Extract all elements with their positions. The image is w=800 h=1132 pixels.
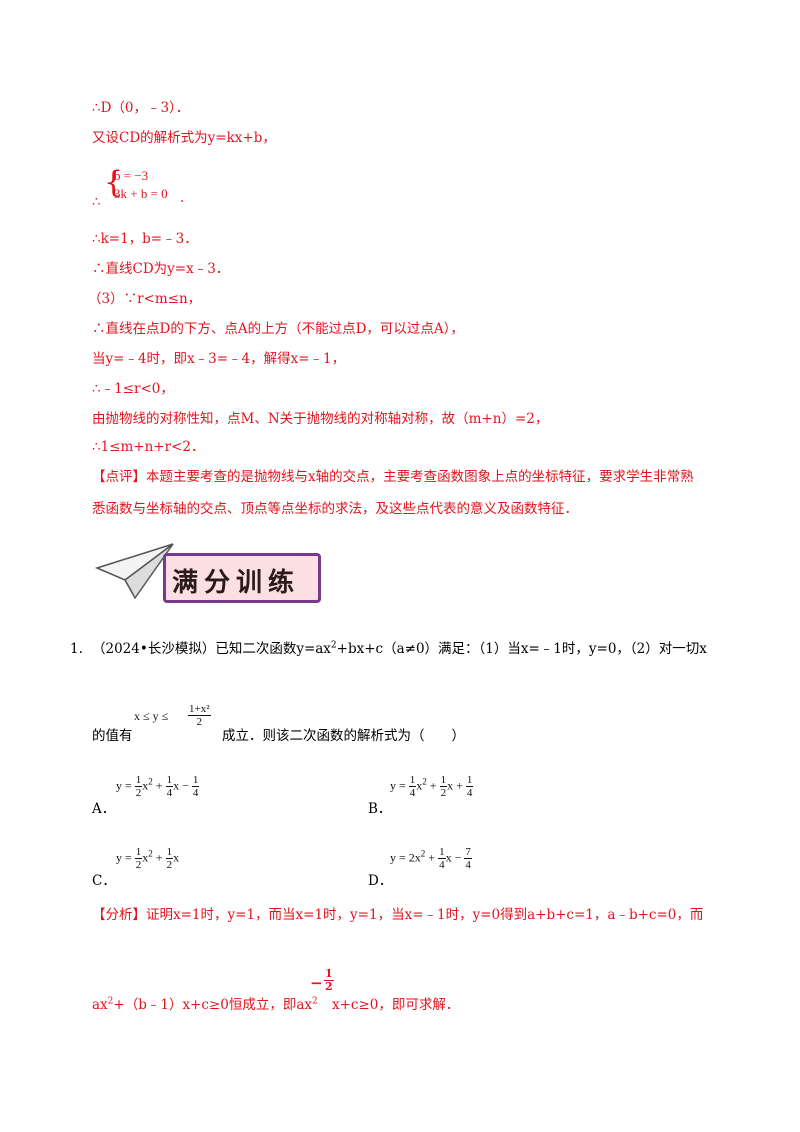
brace-icon: { — [104, 165, 124, 200]
option-c-label[interactable]: C． — [92, 873, 116, 889]
solution-line-7: ∴直线在点D的下方、点A的上方（不能过点D，可以过点A）， — [92, 321, 464, 337]
system-suffix: . — [180, 190, 185, 206]
equation-system: ∴ { b = −3 3k + b = 0 . — [92, 165, 212, 215]
question-stem-line-1: （2024•长沙模拟）已知二次函数y=ax2+bx+c（a≠0）满足：（1）当x… — [92, 640, 707, 657]
solution-line-2: 又设CD的解析式为y=kx+b， — [92, 130, 276, 146]
solution-line-5: ∴直线CD为y=x﹣3． — [92, 261, 230, 277]
solution-line-4: ∴k=1，b=﹣3． — [92, 231, 198, 247]
solution-line-1: ∴D（0，﹣3）． — [92, 100, 190, 116]
paper-plane-icon — [95, 543, 174, 600]
inequality-fraction: 1+x² 2 — [188, 703, 211, 728]
option-b-label[interactable]: B． — [368, 801, 392, 817]
system-prefix: ∴ — [92, 194, 101, 210]
solution-line-9: ∴﹣1≤r<0， — [92, 381, 174, 397]
solution-line-8: 当y=﹣4时，即x﹣3=﹣4，解得x=﹣1， — [92, 351, 346, 367]
comment-line-2: 悉函数与坐标轴的交点、顶点等点坐标的求法，及这些点代表的意义及函数特征． — [92, 501, 578, 517]
solution-line-6: （3）∵r<m≤n， — [88, 291, 202, 307]
system-eq-1: b = −3 — [114, 168, 149, 183]
option-d-label[interactable]: D． — [368, 873, 393, 889]
system-eq-2: 3k + b = 0 — [114, 186, 168, 201]
analysis-line-1: 【分析】证明x=1时，y=1，而当x=1时，y=1，当x=﹣1时，y=0得到a+… — [92, 907, 704, 923]
question-stem-line-2: 的值有 x ≤ y ≤ 1+x² 2 成立．则该二次函数的解析式为（ ） — [92, 703, 465, 744]
option-a-label[interactable]: A． — [92, 801, 116, 817]
analysis-fraction: 1 2 — [324, 967, 334, 993]
section-banner — [163, 553, 321, 603]
comment-line-1: 【点评】本题主要考查的是抛物线与x轴的交点，主要考查函数图象上点的坐标特征，要求… — [92, 469, 694, 485]
solution-line-10: 由抛物线的对称性知，点M、N关于抛物线的对称轴对称，故（m+n）=2， — [92, 411, 549, 427]
section-banner-title: 满分训练 — [172, 568, 301, 598]
analysis-line-2: ax2+（b﹣1）x+c≥0恒成立，即ax2 − 1 2 x+c≥0，即可求解． — [92, 967, 460, 1014]
solution-line-11: ∴1≤m+n+r<2． — [92, 439, 205, 455]
question-number: 1. — [70, 641, 83, 657]
inequality-left: x ≤ y ≤ — [134, 709, 169, 723]
